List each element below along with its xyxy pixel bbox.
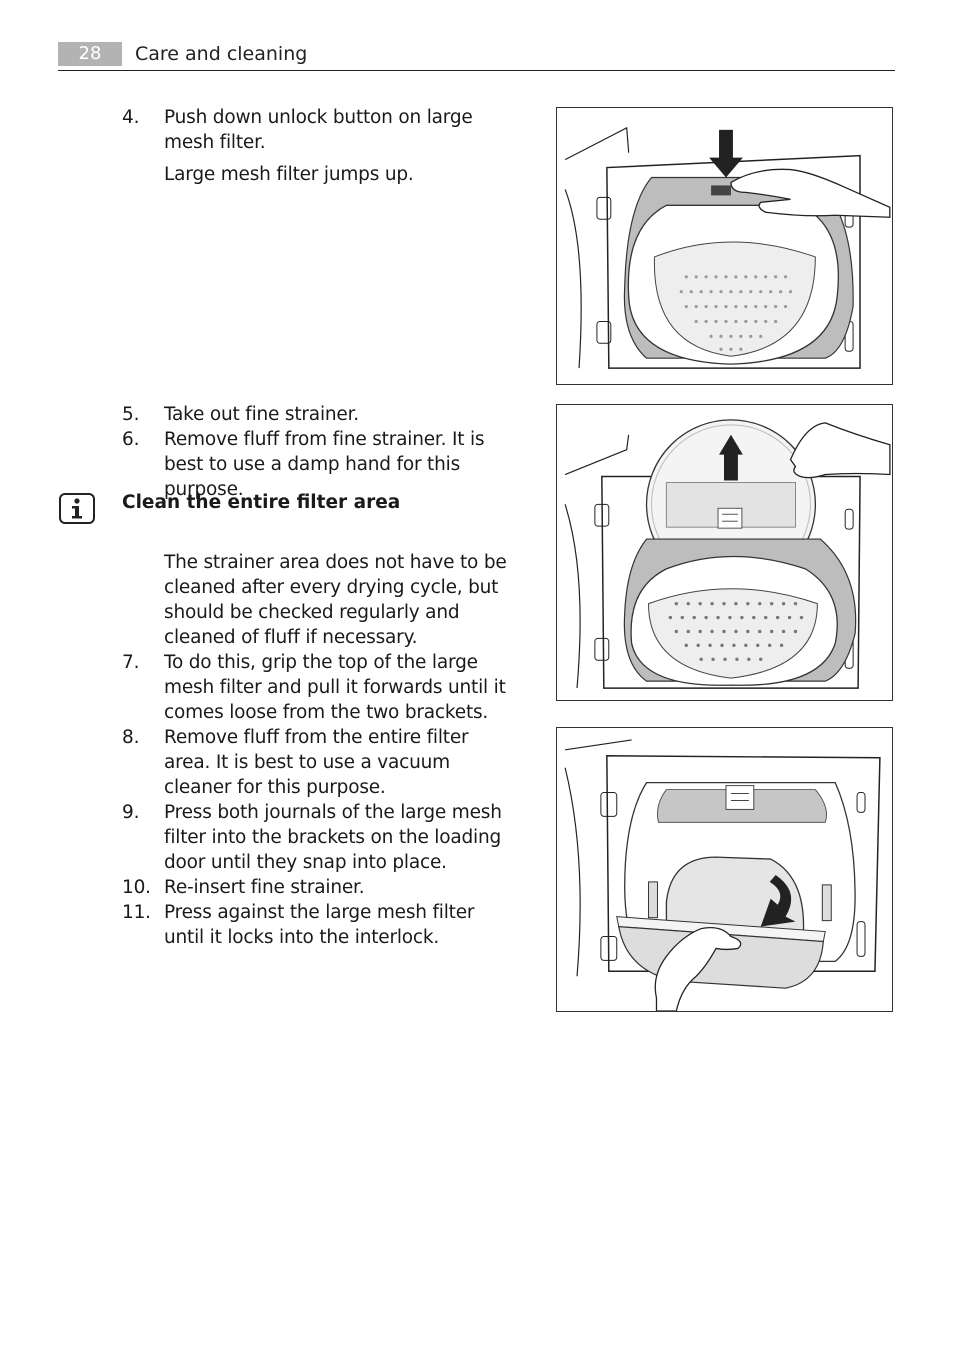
step-number: 6. (122, 429, 140, 450)
step-text: Re-insert fine strainer. (164, 877, 365, 898)
figure-unlock-filter (556, 107, 893, 385)
figure-reinsert-strainer (556, 727, 893, 1012)
mesh-dots (679, 275, 793, 351)
step-number: 9. (122, 802, 140, 823)
info-icon (59, 493, 95, 524)
header-rule (58, 70, 895, 71)
illustration-unlock-button (564, 126, 891, 369)
step-text: Press both journals of the large mesh fi… (164, 802, 502, 873)
hand-icon (654, 926, 742, 1011)
step-text: Remove fluff from fine strainer. It is b… (164, 429, 485, 500)
section-title: Care and cleaning (135, 43, 308, 65)
step-4-note: Large mesh filter jumps up. (164, 164, 414, 185)
step-text: Push down unlock button on large mesh fi… (164, 107, 473, 153)
figure-remove-strainer (556, 404, 893, 701)
info-text: The strainer area does not have to be cl… (164, 552, 507, 648)
hand-icon (730, 168, 891, 218)
illustration-reinsert (564, 739, 881, 1011)
mesh-dots (668, 601, 804, 661)
curved-arrow-icon (760, 874, 796, 927)
step-text: Remove fluff from the entire filter area… (164, 727, 469, 798)
step-text: Take out fine strainer. (164, 404, 359, 425)
info-heading: Clean the entire filter area (122, 492, 401, 513)
step-number: 11. (122, 902, 151, 923)
step-number: 8. (122, 727, 140, 748)
arrow-down-icon (709, 129, 743, 178)
step-number: 4. (122, 107, 140, 128)
hand-icon (789, 422, 891, 479)
step-number: 5. (122, 404, 140, 425)
step-text: To do this, grip the top of the large me… (164, 652, 506, 723)
page-number: 28 (58, 42, 122, 66)
step-text: Press against the large mesh filter unti… (164, 902, 475, 948)
illustration-fine-strainer (564, 419, 891, 689)
page-header: 28 Care and cleaning (58, 40, 895, 72)
step-number: 7. (122, 652, 140, 673)
arrow-up-icon (719, 434, 743, 481)
step-number: 10. (122, 877, 151, 898)
